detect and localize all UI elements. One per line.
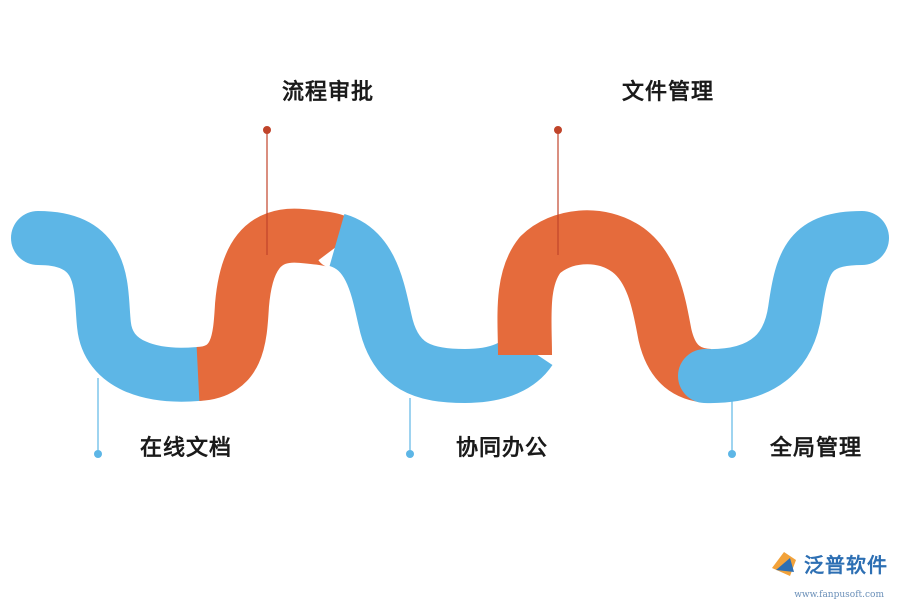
logo-icon — [772, 552, 796, 576]
label-collaboration: 协同办公 — [456, 436, 549, 461]
marker-dot-collaboration — [406, 450, 414, 458]
logo-name: 泛普软件 — [804, 553, 888, 577]
wave-segment-online-docs — [11, 211, 225, 402]
wave-segment-global-management — [678, 211, 889, 404]
marker-dot-global-management — [728, 450, 736, 458]
marker-dot-approval — [263, 126, 271, 134]
wave-segment-file-management — [497, 210, 713, 403]
label-approval: 流程审批 — [282, 80, 375, 105]
logo-url: www.fanpusoft.com — [794, 590, 884, 600]
marker-dot-file-management — [554, 126, 562, 134]
marker-dot-online-docs — [94, 450, 102, 458]
label-file-management: 文件管理 — [622, 80, 715, 105]
logo: 泛普软件 — [804, 549, 888, 578]
wave-segment-collaboration — [327, 214, 553, 404]
label-online-docs: 在线文档 — [140, 436, 233, 461]
label-global-management: 全局管理 — [770, 436, 863, 461]
wave-segment-approval — [194, 208, 362, 401]
